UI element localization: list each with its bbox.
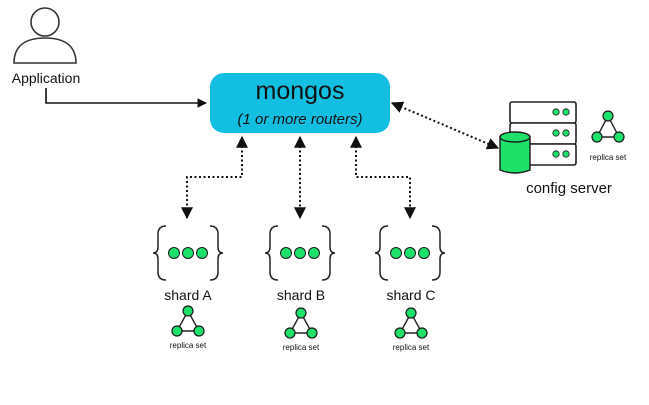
curly-braces-icon — [264, 225, 336, 281]
shard-c-label: shard C — [386, 287, 435, 303]
replica-set-icon — [394, 307, 428, 339]
shard-b: shard B replica set — [264, 225, 336, 352]
shard-b-replica-label: replica set — [283, 343, 320, 352]
curly-braces-icon — [152, 225, 224, 281]
application-label: Application — [12, 70, 81, 86]
mongos-router: mongos (1 or more routers) — [210, 73, 390, 133]
database-icon — [499, 131, 531, 174]
user-icon — [13, 7, 77, 64]
curly-braces-icon — [374, 225, 446, 281]
config-server-label: config server — [526, 180, 612, 197]
shard-b-label: shard B — [277, 287, 325, 303]
replica-set-icon — [284, 307, 318, 339]
shard-a: shard A replica set — [152, 225, 224, 350]
mongos-shard-c-connector — [350, 135, 416, 220]
replica-set-icon — [171, 305, 205, 337]
shard-a-replica-label: replica set — [170, 341, 207, 350]
config-replica-set-icon — [591, 110, 625, 143]
mongos-subtitle: (1 or more routers) — [237, 111, 362, 128]
mongos-config-connector — [390, 101, 500, 150]
shard-a-label: shard A — [164, 287, 212, 303]
mongos-shard-a-connector — [181, 135, 248, 220]
app-to-mongos-connector — [45, 88, 207, 108]
shard-c: shard C replica set — [374, 225, 446, 352]
shard-c-replica-label: replica set — [393, 343, 430, 352]
config-replica-set-label: replica set — [590, 153, 627, 162]
mongos-title: mongos — [256, 77, 345, 105]
